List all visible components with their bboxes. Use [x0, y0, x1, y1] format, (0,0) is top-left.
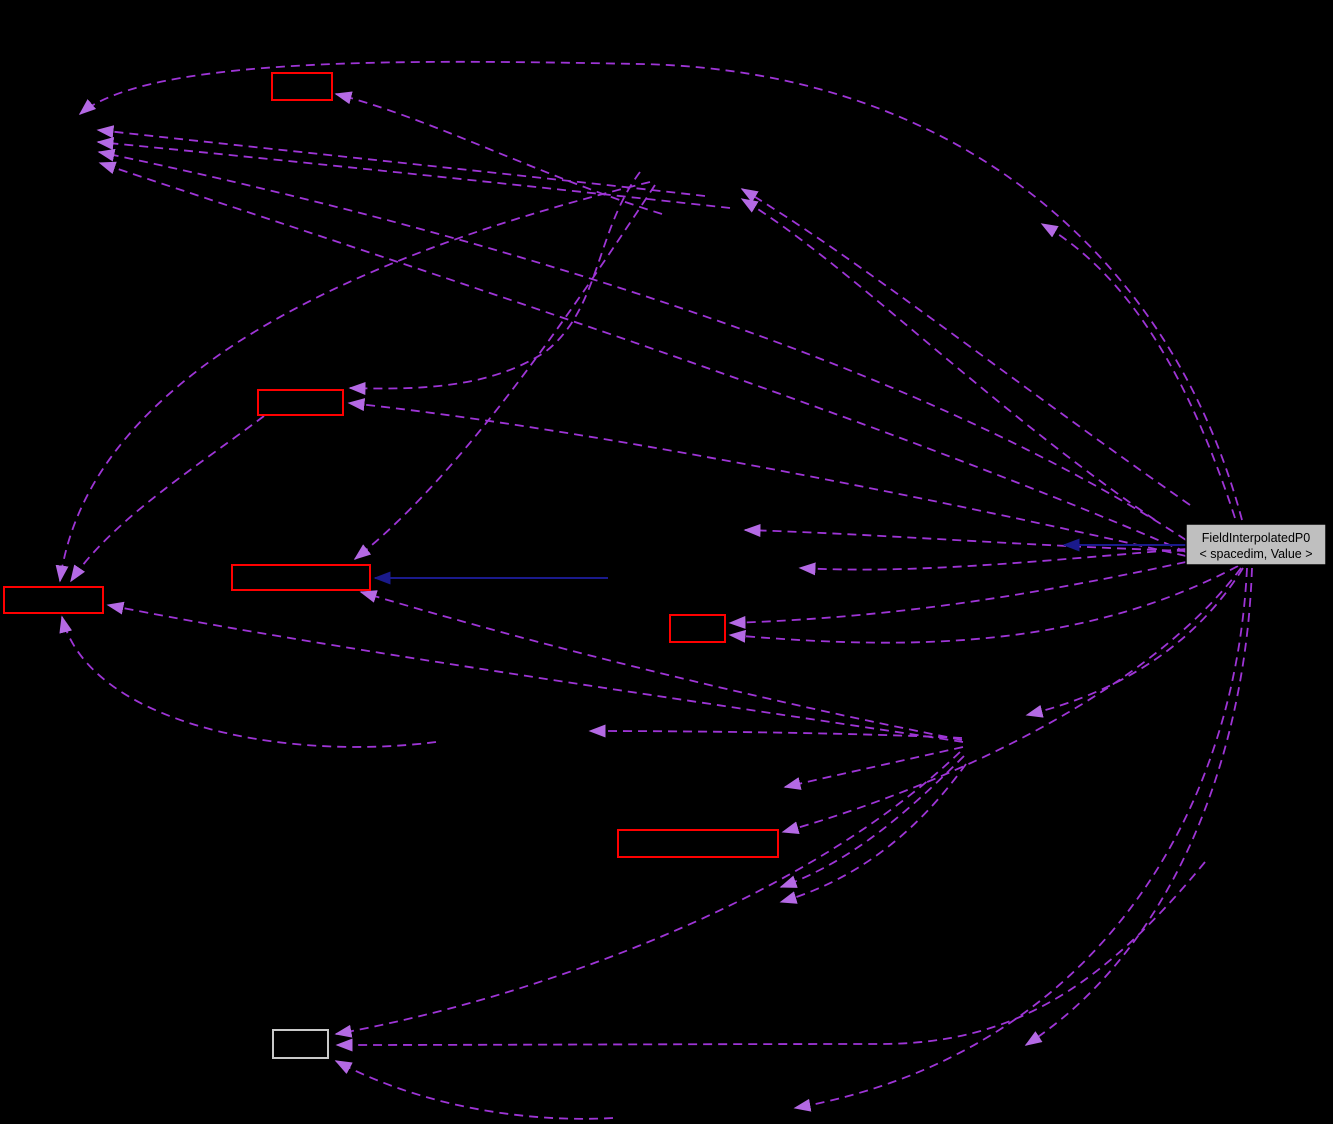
usage-edge [359, 590, 963, 741]
plain-nodes [272, 1029, 329, 1059]
usage-edge [348, 171, 641, 395]
usage-edge [793, 567, 1248, 1112]
class-node-center-wide[interactable] [617, 829, 779, 858]
usage-edge [588, 724, 963, 739]
usage-edge [740, 188, 1191, 506]
usage-edge [334, 1060, 614, 1120]
class-node-top[interactable] [271, 72, 333, 101]
usage-edge [334, 751, 961, 1038]
inheritance-edges [373, 538, 1186, 585]
usage-edge [1024, 567, 1253, 1046]
usage-edge [335, 861, 1206, 1052]
usage-edge [1040, 223, 1236, 519]
class-node-center-small[interactable] [669, 614, 726, 643]
usage-edge [96, 137, 731, 209]
main-node-label-line2: < spacedim, Value > [1199, 547, 1312, 561]
usage-edge [779, 755, 965, 888]
truncated-nodes [3, 72, 779, 858]
usage-edge [106, 601, 964, 743]
usage-edges [55, 60, 1253, 1120]
usage-edge [96, 125, 706, 197]
usage-edge [783, 746, 964, 790]
class-node-bottom[interactable] [272, 1029, 329, 1059]
usage-edge [740, 198, 1156, 521]
class-node-upper-left[interactable] [257, 389, 344, 416]
usage-edge [97, 148, 1187, 541]
usage-edge [55, 181, 651, 583]
main-node-box [1185, 523, 1327, 566]
usage-edge [728, 565, 1239, 644]
main-class-node: FieldInterpolatedP0 < spacedim, Value > [1185, 523, 1327, 566]
usage-edge [70, 415, 265, 583]
class-node-middle-left[interactable] [231, 564, 371, 591]
usage-edge [1025, 567, 1244, 718]
usage-edge [353, 184, 656, 560]
main-node-label-line1: FieldInterpolatedP0 [1202, 531, 1310, 545]
usage-edge [347, 398, 1187, 557]
usage-edge [728, 561, 1187, 629]
usage-edge [98, 161, 1187, 553]
usage-edge [334, 91, 663, 215]
usage-edge [779, 763, 967, 904]
usage-edge [59, 615, 437, 748]
usage-edge [78, 60, 1243, 521]
class-node-far-left[interactable] [3, 586, 104, 614]
usage-edge [798, 548, 1187, 576]
usage-edge [781, 567, 1242, 835]
